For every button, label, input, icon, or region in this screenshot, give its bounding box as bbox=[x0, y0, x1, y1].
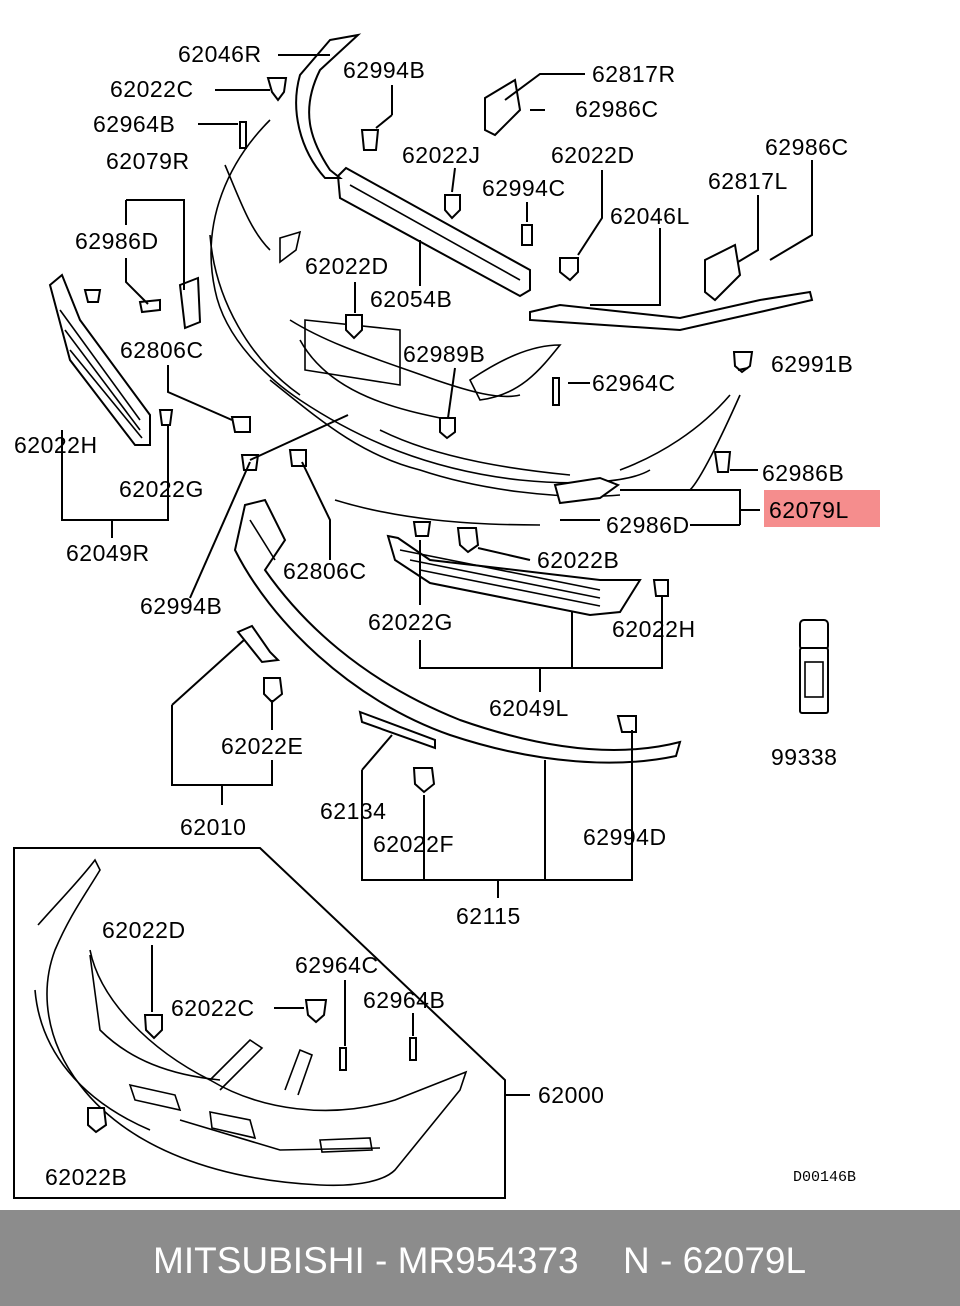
label-62806C-top: 62806C bbox=[120, 337, 204, 363]
label-62022G-mid: 62022G bbox=[368, 609, 453, 635]
label-62986D-left: 62986D bbox=[75, 228, 159, 254]
label-62806C-mid: 62806C bbox=[283, 558, 367, 584]
label-62010: 62010 bbox=[180, 814, 246, 840]
diagram-code: D00146B bbox=[793, 1169, 856, 1186]
label-62022J: 62022J bbox=[402, 142, 480, 168]
label-62022H-left: 62022H bbox=[14, 432, 98, 458]
label-62994D: 62994D bbox=[583, 824, 667, 850]
inset-box bbox=[13, 847, 530, 1199]
label-62991B: 62991B bbox=[771, 351, 853, 377]
label-62994B-mid: 62994B bbox=[140, 593, 222, 619]
label-62022H-right: 62022H bbox=[612, 616, 696, 642]
footer-bar: MITSUBISHI - MR954373 N - 62079L bbox=[0, 1210, 960, 1306]
parts-diagram: 62046R 62994B 62817R 62022C 62986C 62964… bbox=[13, 33, 880, 1199]
upper-reinforcement bbox=[295, 33, 814, 332]
label-62022G-left: 62022G bbox=[119, 476, 204, 502]
label-62986C-a: 62986C bbox=[575, 96, 659, 122]
left-grille bbox=[48, 273, 202, 446]
leader-lines bbox=[61, 54, 813, 898]
label-62817R: 62817R bbox=[592, 61, 676, 87]
label-62134: 62134 bbox=[320, 798, 386, 824]
label-62022D-mid: 62022D bbox=[305, 253, 389, 279]
label-62022D-top: 62022D bbox=[551, 142, 635, 168]
label-62046R: 62046R bbox=[178, 41, 262, 67]
label-62964B-inset: 62964B bbox=[363, 987, 445, 1013]
label-62000: 62000 bbox=[538, 1082, 604, 1108]
label-62817L: 62817L bbox=[708, 168, 788, 194]
label-62022B-inset: 62022B bbox=[45, 1164, 127, 1190]
label-62022B-mid: 62022B bbox=[537, 547, 619, 573]
label-62986C-b: 62986C bbox=[765, 134, 849, 160]
label-62986D-right: 62986D bbox=[606, 512, 690, 538]
lower-lip bbox=[233, 498, 682, 764]
label-62989B: 62989B bbox=[403, 341, 485, 367]
label-62115: 62115 bbox=[456, 903, 521, 929]
reference-number: N - 62079L bbox=[623, 1240, 807, 1281]
label-62964C-mid: 62964C bbox=[592, 370, 676, 396]
fasteners bbox=[83, 77, 754, 794]
label-62046L: 62046L bbox=[610, 203, 690, 229]
label-62994C: 62994C bbox=[482, 175, 566, 201]
label-62022F: 62022F bbox=[373, 831, 454, 857]
highlight-box bbox=[764, 490, 880, 527]
label-62049R: 62049R bbox=[66, 540, 150, 566]
label-62994B-top: 62994B bbox=[343, 57, 425, 83]
label-62022D-inset: 62022D bbox=[102, 917, 186, 943]
label-62964C-inset: 62964C bbox=[295, 952, 379, 978]
label-62079L: 62079L bbox=[769, 497, 849, 523]
brand-part-number: MITSUBISHI - MR954373 bbox=[153, 1240, 579, 1281]
bumper-outline bbox=[209, 119, 741, 526]
label-99338: 99338 bbox=[771, 744, 837, 770]
label-62022E: 62022E bbox=[221, 733, 303, 759]
label-62964B-top: 62964B bbox=[93, 111, 175, 137]
label-62022C-inset: 62022C bbox=[171, 995, 255, 1021]
part-labels: 62046R 62994B 62817R 62022C 62986C 62964… bbox=[14, 41, 856, 1190]
label-62054B: 62054B bbox=[370, 286, 452, 312]
lower-grille bbox=[386, 534, 642, 617]
label-62022C-top: 62022C bbox=[110, 76, 194, 102]
fog-garnish-left bbox=[553, 476, 621, 505]
touchup-bottle bbox=[799, 619, 829, 714]
label-62049L: 62049L bbox=[489, 695, 569, 721]
label-62986B: 62986B bbox=[762, 460, 844, 486]
label-62079R: 62079R bbox=[106, 148, 190, 174]
